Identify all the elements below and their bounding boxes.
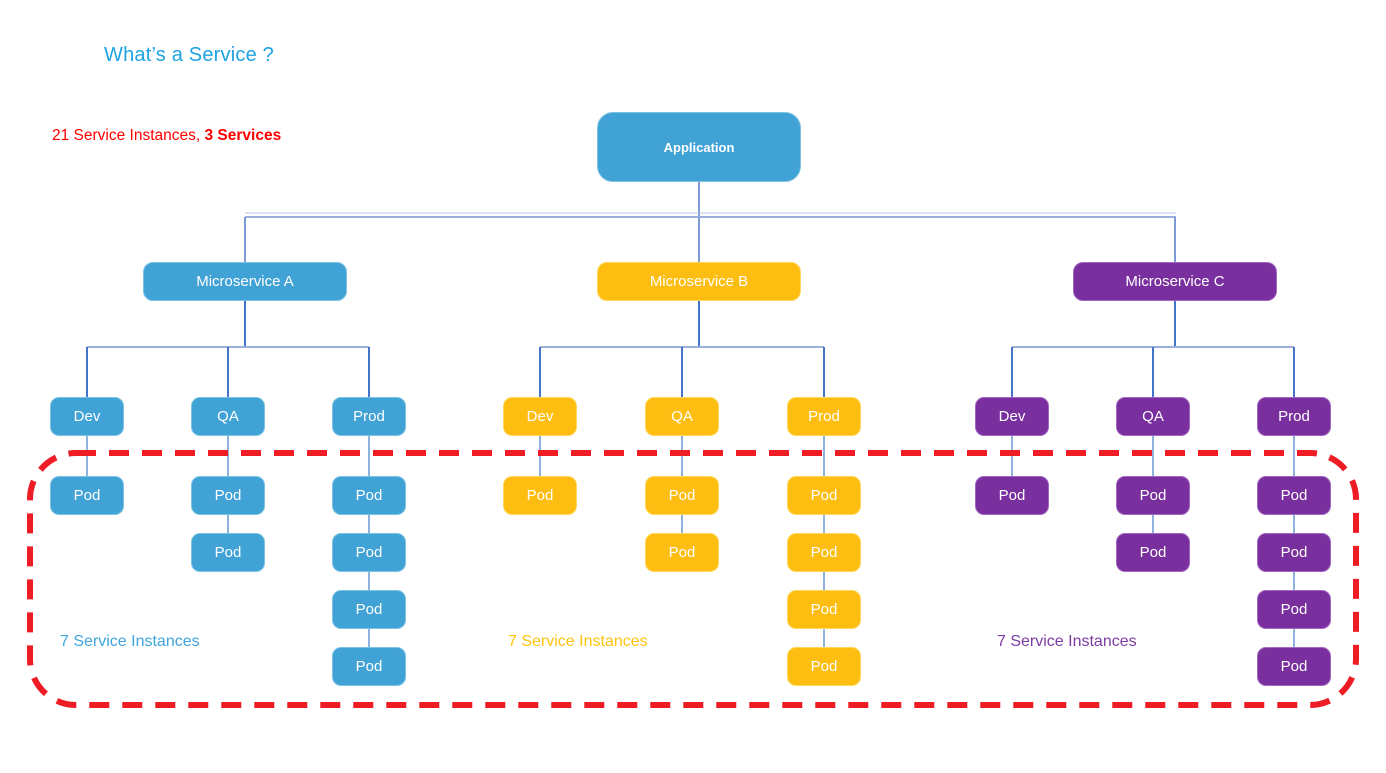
service-instances-outline [27,450,1359,708]
summary-prefix: 21 Service Instances, [52,127,205,144]
ms-a-prod-pod-4: Pod [332,647,406,686]
ms-a-qa-pod-1: Pod [191,476,265,515]
ms-b-qa-pod-1: Pod [645,476,719,515]
ms-c-prod-pod-1: Pod [1257,476,1331,515]
ms-c-prod-pod-3: Pod [1257,590,1331,629]
ms-b-prod-pod-4: Pod [787,647,861,686]
ms-c-qa-pod-2: Pod [1116,533,1190,572]
summary-text: 21 Service Instances, 3 Services [52,127,281,145]
ms-b-dev-pod-1: Pod [503,476,577,515]
ms-a-prod-node: Prod [332,397,406,436]
ms-b-dev-node: Dev [503,397,577,436]
microservice-c-node: Microservice C [1073,262,1277,301]
ms-c-prod-node: Prod [1257,397,1331,436]
summary-bold: 3 Services [204,127,282,144]
ms-a-prod-pod-2: Pod [332,533,406,572]
ms-a-qa-node: QA [191,397,265,436]
ms-b-prod-pod-3: Pod [787,590,861,629]
ms-c-qa-pod-1: Pod [1116,476,1190,515]
ms-a-prod-pod-1: Pod [332,476,406,515]
service-a-instances-label: 7 Service Instances [60,633,200,650]
ms-b-prod-node: Prod [787,397,861,436]
microservice-b-node: Microservice B [597,262,801,301]
ms-a-prod-pod-3: Pod [332,590,406,629]
page-title: What’s a Service ? [104,44,274,66]
ms-c-qa-node: QA [1116,397,1190,436]
microservice-a-node: Microservice A [143,262,347,301]
application-node: Application [597,112,801,182]
ms-b-prod-pod-1: Pod [787,476,861,515]
ms-b-qa-pod-2: Pod [645,533,719,572]
ms-c-prod-pod-2: Pod [1257,533,1331,572]
ms-b-prod-pod-2: Pod [787,533,861,572]
service-c-instances-label: 7 Service Instances [997,633,1137,650]
ms-a-dev-node: Dev [50,397,124,436]
service-b-instances-label: 7 Service Instances [508,633,648,650]
ms-c-dev-pod-1: Pod [975,476,1049,515]
ms-c-prod-pod-4: Pod [1257,647,1331,686]
ms-a-dev-pod-1: Pod [50,476,124,515]
ms-c-dev-node: Dev [975,397,1049,436]
ms-b-qa-node: QA [645,397,719,436]
ms-a-qa-pod-2: Pod [191,533,265,572]
